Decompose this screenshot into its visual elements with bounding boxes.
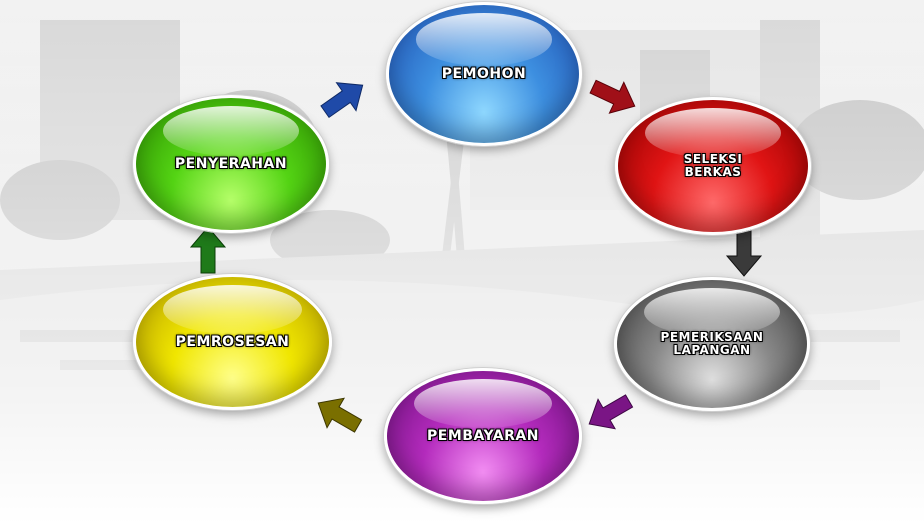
- step-label: PEMERIKSAAN LAPANGAN: [660, 330, 764, 357]
- glossy-highlight: [415, 13, 553, 66]
- step-label: SELEKSI BERKAS: [683, 152, 743, 179]
- step-label: PEMOHON: [441, 65, 527, 82]
- step-pemeriksaan-lapangan: PEMERIKSAAN LAPANGAN: [614, 277, 810, 411]
- step-label: PEMBAYARAN: [427, 427, 539, 444]
- step-seleksi-berkas: SELEKSI BERKAS: [615, 97, 811, 235]
- glossy-highlight: [162, 105, 300, 157]
- step-pemrosesan: PEMROSESAN: [133, 274, 332, 410]
- glossy-highlight: [163, 284, 302, 335]
- step-label: PEMROSESAN: [175, 333, 290, 350]
- step-label: PENYERAHAN: [174, 155, 288, 172]
- glossy-highlight: [644, 107, 782, 159]
- glossy-highlight: [643, 287, 781, 337]
- step-pemohon: PEMOHON: [386, 2, 582, 146]
- step-penyerahan: PENYERAHAN: [133, 95, 329, 233]
- step-pembayaran: PEMBAYARAN: [384, 368, 582, 504]
- glossy-highlight: [413, 378, 553, 429]
